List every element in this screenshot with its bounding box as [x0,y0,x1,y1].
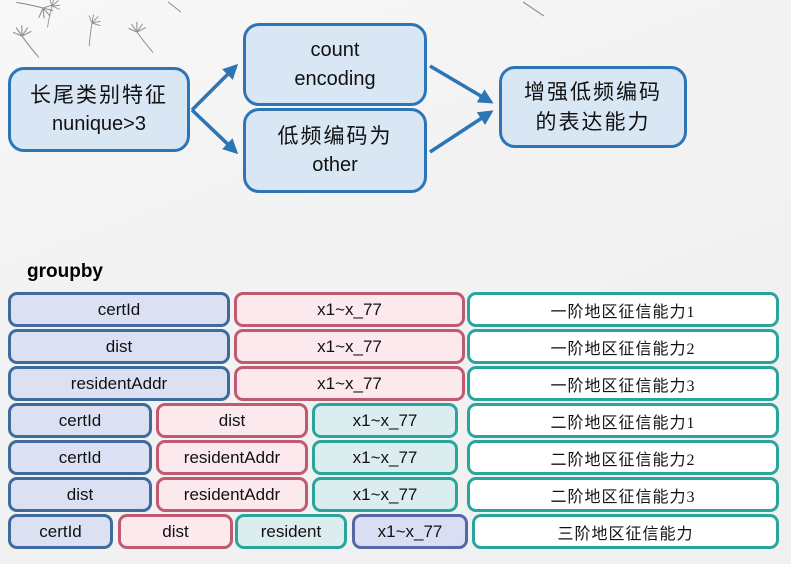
flow-node-line: 低频编码为 [277,123,393,148]
table-cell-pink: dist [156,403,308,438]
flow-node-line: count [310,38,360,61]
table-cell-purple: certId [8,403,152,438]
flow-node-enhance-expression: 增强低频编码的表达能力 [499,66,687,148]
flow-node-count-encoding: count encoding [243,23,427,106]
table-cell-purple: certId [8,440,152,475]
table-cell-white: 三阶地区征信能力 [472,514,779,549]
table-cell-teal: x1~x_77 [312,403,458,438]
table-cell-pink: residentAddr [156,440,308,475]
flow-node-line: 的表达能力 [535,110,651,134]
table-cell-purple: dist [8,329,230,364]
flow-node-line: 增强低频编码 [524,79,662,104]
table-cell-white: 二阶地区征信能力2 [467,440,779,475]
flow-node-lowfreq-other: 低频编码为 other [243,108,427,193]
flow-node-longtail-feature: 长尾类别特征 nunique>3 [8,67,190,152]
table-cell-pink: x1~x_77 [234,329,465,364]
table-cell-white: 二阶地区征信能力3 [467,477,779,512]
table-cell-purple: residentAddr [8,366,230,401]
table-cell-pink: dist [118,514,233,549]
table-cell-white: 一阶地区征信能力2 [467,329,779,364]
flow-node-line: other [312,154,358,177]
flow-node-line: 长尾类别特征 [30,82,168,107]
table-cell-teal: x1~x_77 [312,440,458,475]
groupby-label: groupby [27,261,103,282]
table-cell-white: 一阶地区征信能力1 [467,292,779,327]
table-cell-purple: certId [8,514,113,549]
table-cell-pink: x1~x_77 [234,366,465,401]
table-cell-white: 一阶地区征信能力3 [467,366,779,401]
table-cell-purple: certId [8,292,230,327]
table-cell-blue: x1~x_77 [352,514,468,549]
table-cell-teal: resident [235,514,347,549]
table-cell-teal: x1~x_77 [312,477,458,512]
table-cell-purple: dist [8,477,152,512]
table-cell-white: 二阶地区征信能力1 [467,403,779,438]
table-cell-pink: residentAddr [156,477,308,512]
table-cell-pink: x1~x_77 [234,292,465,327]
flow-node-line: encoding [294,67,376,90]
flow-node-line: nunique>3 [52,113,146,136]
